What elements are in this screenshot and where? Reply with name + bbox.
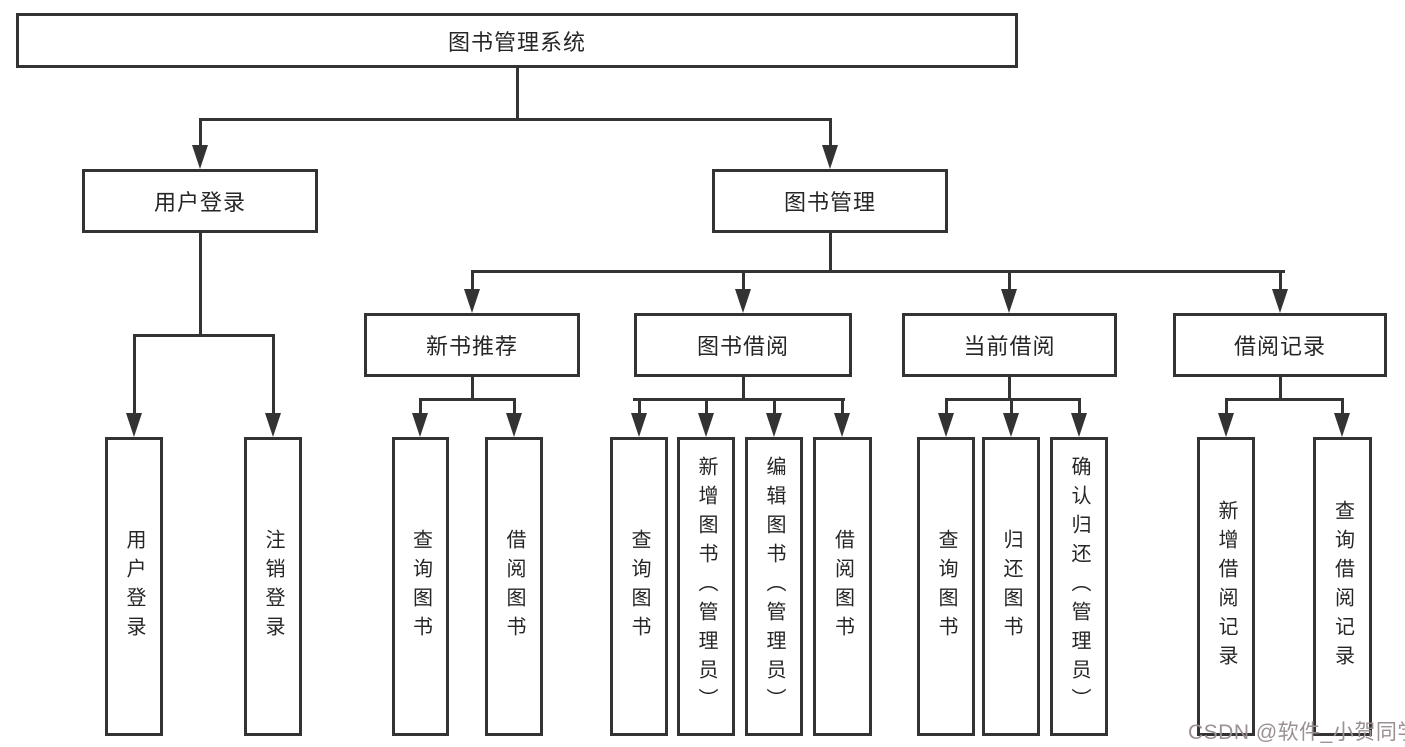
arrow-down-icon <box>265 413 281 437</box>
node-root-library-system: 图书管理系统 <box>16 13 1018 68</box>
arrow-down-icon <box>1003 413 1019 437</box>
leaf-edit-books-admin: 编辑图书（管理员） <box>745 437 803 736</box>
arrow-down-icon <box>766 413 782 437</box>
leaf-logout: 注销登录 <box>244 437 302 736</box>
arrow-down-icon <box>1071 413 1087 437</box>
leaf-label: 查询图书 <box>628 528 650 645</box>
connector <box>633 398 845 401</box>
arrow-down-icon <box>1334 413 1350 437</box>
connector <box>829 118 832 145</box>
arrow-down-icon <box>834 413 850 437</box>
connector <box>133 334 275 337</box>
leaf-label: 归还图书 <box>1000 528 1022 645</box>
connector <box>199 118 202 145</box>
connector <box>1008 377 1011 400</box>
leaf-query-books-recommend: 查询图书 <box>392 437 449 736</box>
leaf-add-borrow-record: 新增借阅记录 <box>1197 437 1255 736</box>
connector <box>1279 377 1282 400</box>
connector <box>1008 270 1011 289</box>
connector <box>419 398 422 413</box>
leaf-label: 查询借阅记录 <box>1331 499 1354 674</box>
node-book-borrow: 图书借阅 <box>634 313 852 377</box>
connector <box>133 334 136 413</box>
leaf-label: 注销登录 <box>262 528 284 645</box>
leaf-query-books-current: 查询图书 <box>917 437 975 736</box>
node-current-borrow: 当前借阅 <box>902 313 1117 377</box>
arrow-down-icon <box>1272 289 1288 313</box>
connector <box>1010 398 1013 413</box>
leaf-label: 借阅图书 <box>831 528 854 645</box>
leaf-borrow-books-recommend: 借阅图书 <box>485 437 543 736</box>
leaf-query-borrow-record: 查询借阅记录 <box>1313 437 1372 736</box>
csdn-watermark: CSDN @软件_小贺同学 <box>1188 721 1405 744</box>
leaf-label: 查询图书 <box>409 528 432 645</box>
connector <box>471 377 474 400</box>
node-borrow-records: 借阅记录 <box>1173 313 1387 377</box>
connector <box>945 398 948 413</box>
connector <box>471 270 1285 273</box>
arrow-down-icon <box>506 413 522 437</box>
connector <box>841 398 844 413</box>
connector <box>513 398 516 413</box>
connector <box>773 398 776 413</box>
arrow-down-icon <box>464 289 480 313</box>
connector <box>1279 270 1282 289</box>
leaf-borrow-books: 借阅图书 <box>813 437 872 736</box>
connector <box>199 233 202 336</box>
connector <box>419 398 516 401</box>
connector <box>945 398 1081 401</box>
arrow-down-icon <box>1218 413 1234 437</box>
connector <box>638 398 641 413</box>
leaf-user-login: 用户登录 <box>105 437 163 736</box>
node-user-login: 用户登录 <box>82 169 318 233</box>
arrow-down-icon <box>126 413 142 437</box>
connector <box>1341 398 1344 413</box>
arrow-down-icon <box>631 413 647 437</box>
connector <box>1078 398 1081 413</box>
connector <box>742 377 745 400</box>
leaf-label: 新增图书（管理员） <box>695 456 717 717</box>
leaf-add-books-admin: 新增图书（管理员） <box>677 437 735 736</box>
leaf-label: 查询图书 <box>935 528 957 645</box>
arrow-down-icon <box>938 413 954 437</box>
leaf-label: 编辑图书（管理员） <box>763 456 785 717</box>
node-new-book-recommend: 新书推荐 <box>364 313 580 377</box>
arrow-down-icon <box>1001 289 1017 313</box>
leaf-query-books-borrow: 查询图书 <box>610 437 668 736</box>
leaf-return-books: 归还图书 <box>982 437 1040 736</box>
connector <box>516 68 519 120</box>
connector <box>829 233 832 272</box>
arrow-down-icon <box>412 413 428 437</box>
connector <box>742 270 745 289</box>
connector <box>199 118 832 121</box>
connector <box>1225 398 1228 413</box>
leaf-confirm-return-admin: 确认归还（管理员） <box>1050 437 1108 736</box>
connector <box>1225 398 1344 401</box>
leaf-label: 确认归还（管理员） <box>1068 456 1090 717</box>
arrow-down-icon <box>698 413 714 437</box>
arrow-down-icon <box>822 145 838 169</box>
connector <box>471 270 474 289</box>
node-book-management: 图书管理 <box>712 169 948 233</box>
leaf-label: 新增借阅记录 <box>1215 499 1237 674</box>
leaf-label: 用户登录 <box>123 528 145 645</box>
connector <box>272 334 275 413</box>
arrow-down-icon <box>735 289 751 313</box>
leaf-label: 借阅图书 <box>503 528 525 645</box>
arrow-down-icon <box>192 145 208 169</box>
connector <box>705 398 708 413</box>
